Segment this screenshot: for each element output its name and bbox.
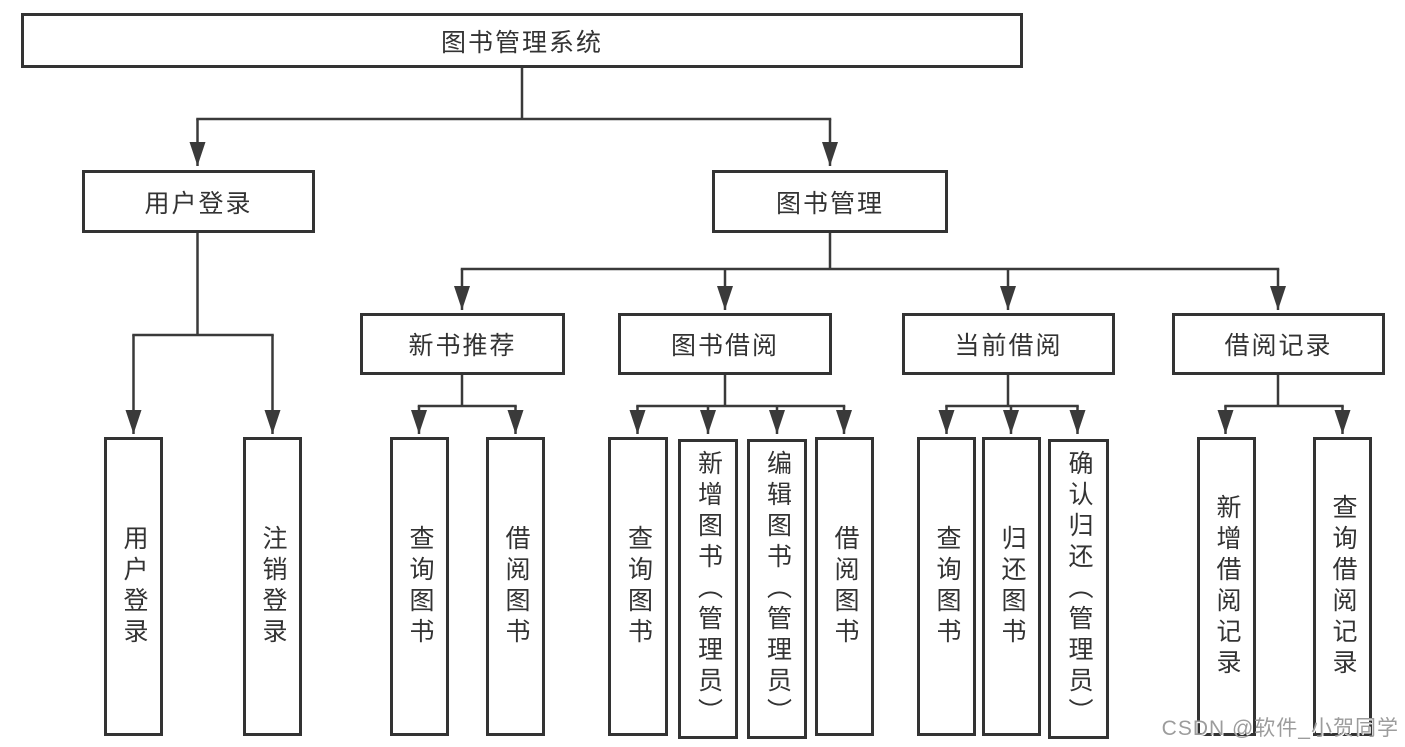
leaf-user-login-label: 用户登录	[120, 524, 148, 649]
node-book-borrowing: 图书借阅	[618, 313, 832, 375]
leaf-return-books: 归还图书	[982, 437, 1041, 736]
leaf-confirm-return-admin: 确认归还（管理员）	[1048, 439, 1109, 739]
leaf-borrow-books-borrowing-label: 借阅图书	[831, 524, 859, 649]
leaf-add-books-admin: 新增图书（管理员）	[678, 439, 738, 739]
leaf-user-login: 用户登录	[104, 437, 163, 736]
leaf-query-borrow-record: 查询借阅记录	[1313, 437, 1372, 736]
node-current-borrowing: 当前借阅	[902, 313, 1115, 375]
leaf-borrow-books-recommend-label: 借阅图书	[502, 524, 530, 649]
node-new-book-recommend: 新书推荐	[360, 313, 565, 375]
leaf-query-books-borrowing: 查询图书	[608, 437, 668, 736]
node-book-management: 图书管理	[712, 170, 948, 233]
leaf-add-borrow-record-label: 新增借阅记录	[1213, 493, 1241, 680]
leaf-add-borrow-record: 新增借阅记录	[1197, 437, 1256, 736]
leaf-borrow-books-recommend: 借阅图书	[486, 437, 545, 736]
leaf-confirm-return-admin-label: 确认归还（管理员）	[1065, 449, 1093, 729]
leaf-edit-books-admin: 编辑图书（管理员）	[747, 439, 807, 739]
leaf-logout: 注销登录	[243, 437, 302, 736]
leaf-logout-label: 注销登录	[259, 524, 287, 649]
leaf-query-books-recommend: 查询图书	[390, 437, 449, 736]
leaf-query-books-current: 查询图书	[917, 437, 976, 736]
node-borrowing-records: 借阅记录	[1172, 313, 1385, 375]
leaf-query-borrow-record-label: 查询借阅记录	[1329, 493, 1357, 680]
leaf-query-books-borrowing-label: 查询图书	[624, 524, 653, 649]
leaf-query-books-current-label: 查询图书	[933, 524, 961, 649]
leaf-edit-books-admin-label: 编辑图书（管理员）	[763, 449, 792, 729]
node-user-login: 用户登录	[82, 170, 315, 233]
leaf-return-books-label: 归还图书	[998, 524, 1026, 649]
leaf-add-books-admin-label: 新增图书（管理员）	[694, 449, 723, 729]
leaf-query-books-recommend-label: 查询图书	[406, 524, 434, 649]
csdn-watermark: CSDN @软件_小贺同学	[1161, 717, 1399, 740]
leaf-borrow-books-borrowing: 借阅图书	[815, 437, 874, 736]
node-library-management-system: 图书管理系统	[21, 13, 1023, 68]
